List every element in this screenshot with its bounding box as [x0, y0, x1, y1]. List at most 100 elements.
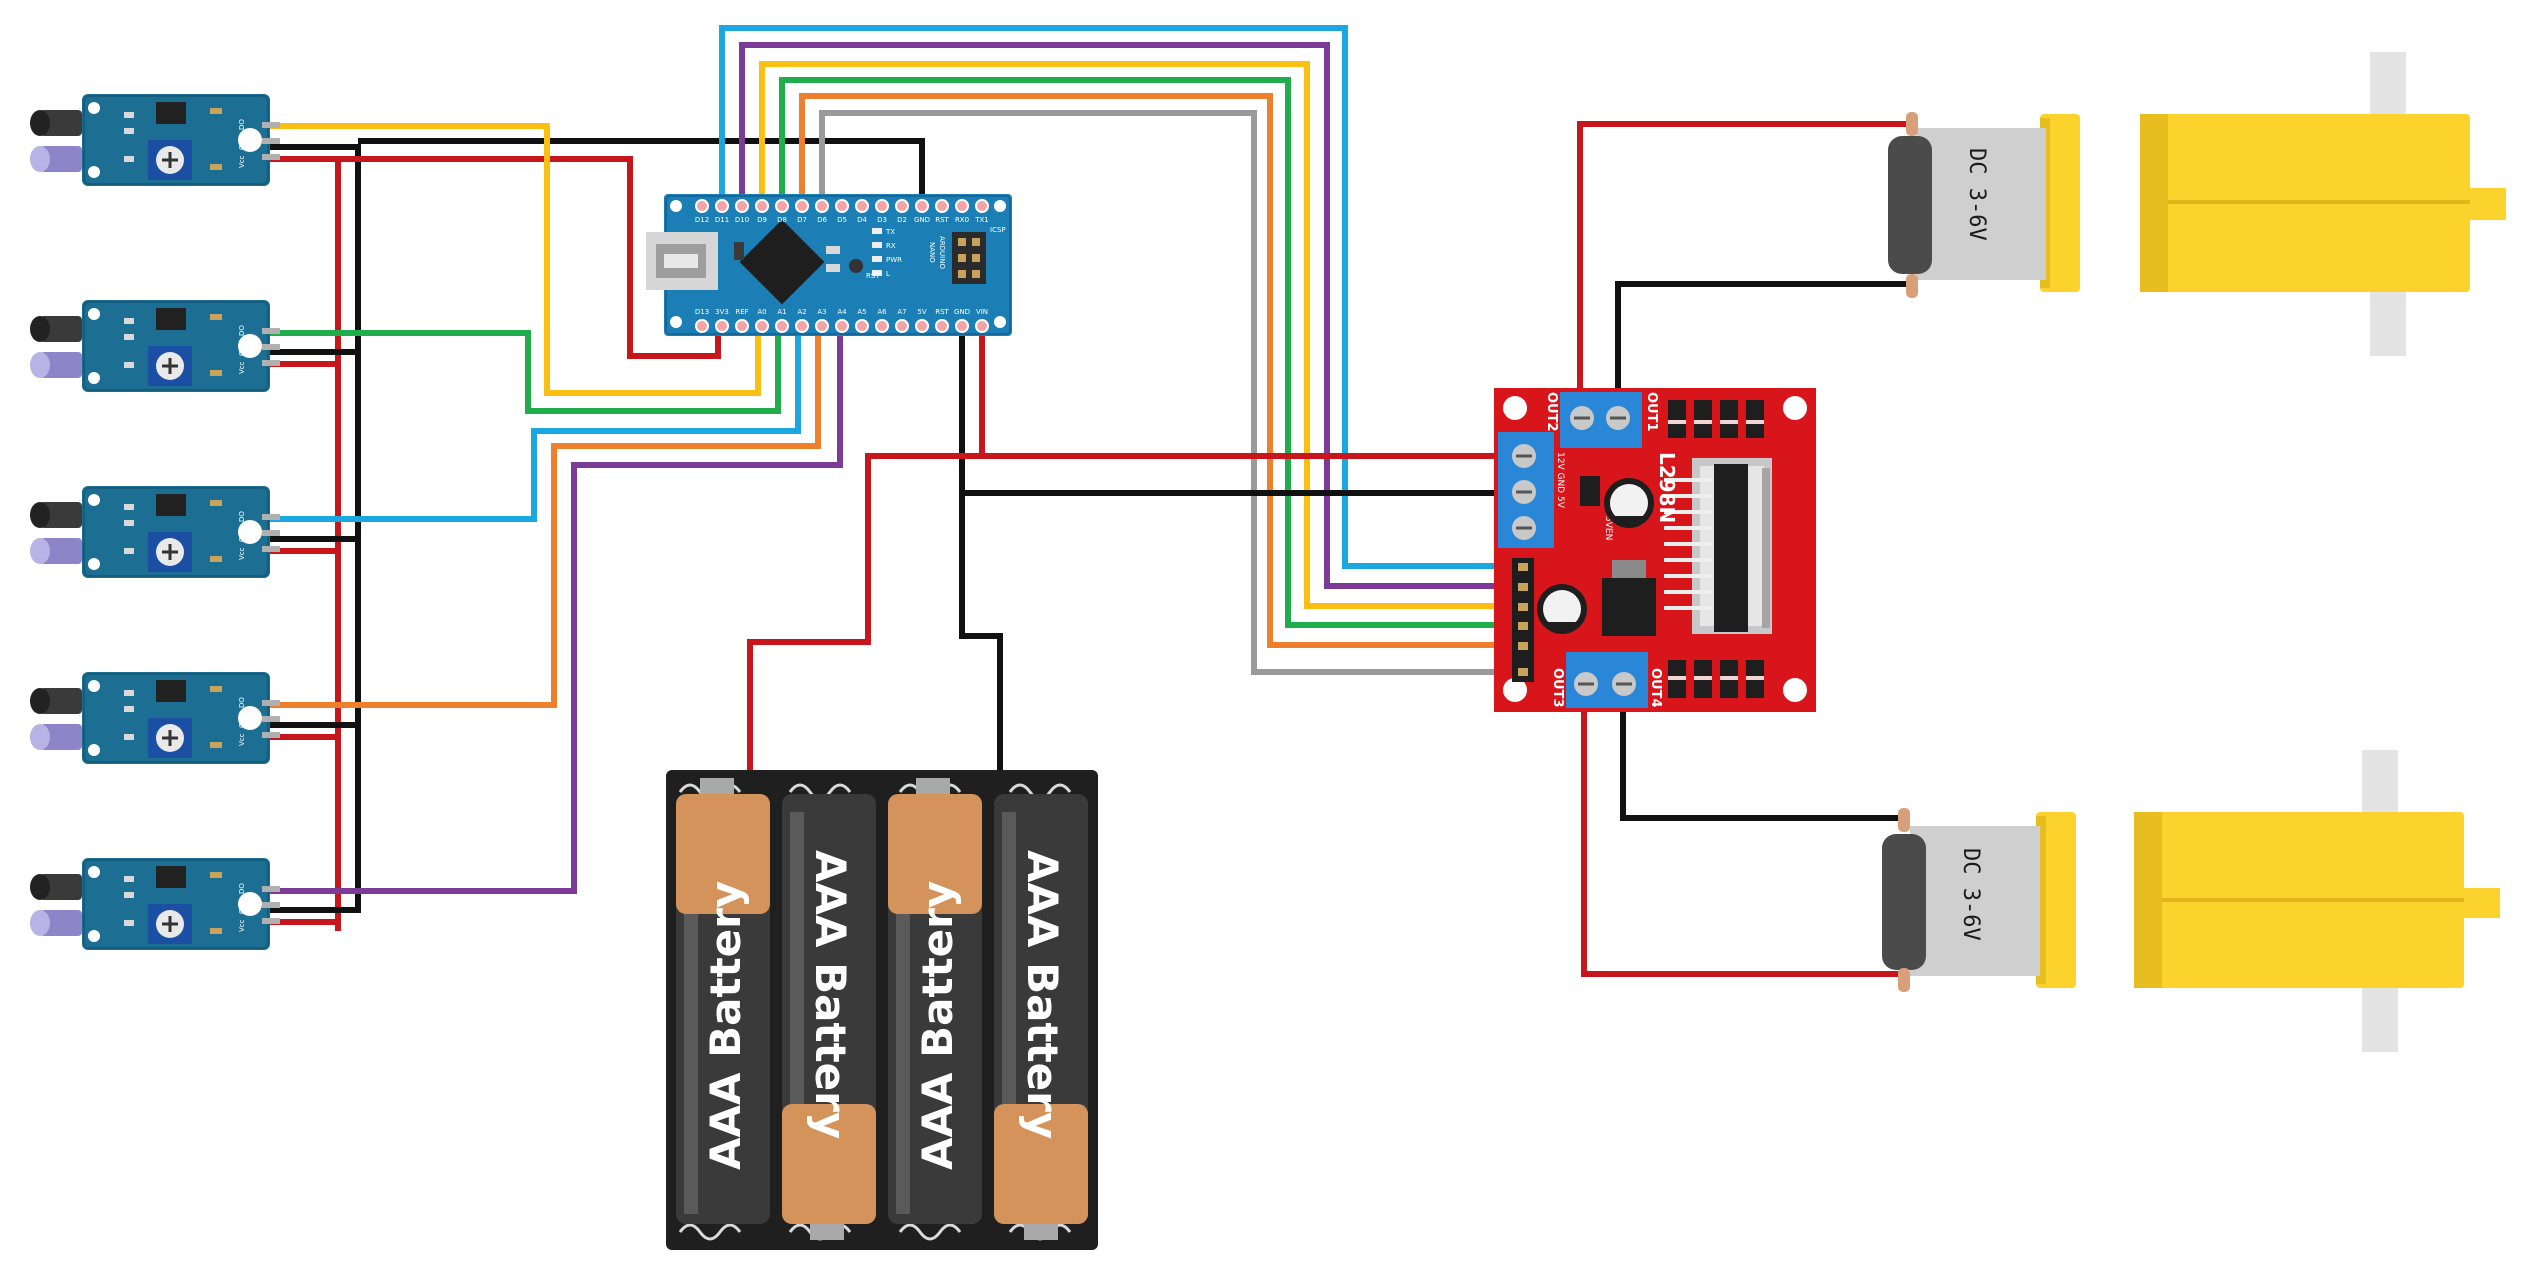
label-5ven: 5VEN — [1603, 516, 1613, 540]
nano-label-nano: NANO — [928, 242, 936, 263]
aaa-battery-2: AAA Battery — [782, 794, 876, 1240]
nano-top-pin-gnd — [915, 199, 929, 213]
ir-sensor-2: Vcc GND DO — [28, 298, 282, 394]
nano-top-pin-label: TX1 — [974, 216, 989, 224]
wire-orange-nano-to-driver — [799, 93, 1520, 648]
nano-led-rx: RX — [886, 242, 896, 250]
nano-bottom-pin-label: REF — [735, 308, 748, 316]
icsp-header: ICSP — [952, 226, 1006, 284]
wire-black-battery-negative — [959, 493, 1003, 778]
nano-top-pin-label: D4 — [857, 216, 867, 224]
battery-1-label: AAA Battery — [701, 881, 750, 1170]
l298n-chip-heatsink — [1692, 458, 1772, 634]
aaa-battery-4: AAA Battery — [994, 794, 1088, 1240]
pin-label-vcc: Vcc — [238, 919, 246, 932]
nano-top-pin-rst — [935, 199, 949, 213]
nano-bottom-pin-vin — [975, 319, 989, 333]
wire-gray-nano-to-driver — [819, 110, 1520, 675]
terminal-power — [1498, 432, 1554, 548]
pin-label-do: DO — [238, 325, 246, 336]
nano-top-pin-label: D2 — [897, 216, 907, 224]
nano-bottom-pin-label: RST — [935, 308, 949, 316]
nano-top-pin-label: D10 — [735, 216, 749, 224]
nano-bottom-pin-3v3 — [715, 319, 729, 333]
nano-top-pin-d10 — [735, 199, 749, 213]
nano-bottom-pin-label: A6 — [877, 308, 887, 316]
nano-top-pin-label: D3 — [877, 216, 887, 224]
jumper-5ven[interactable] — [1580, 476, 1600, 506]
nano-led-l: L — [886, 270, 890, 278]
nano-label-arduino: ARDUINO — [938, 236, 946, 269]
nano-bottom-pin-label: A2 — [797, 308, 806, 316]
nano-top-pin-d8 — [775, 199, 789, 213]
reset-button[interactable] — [849, 259, 863, 273]
nano-label-rst: RST — [866, 272, 880, 280]
pin-label-gnd: GND — [238, 340, 246, 356]
pin-label-gnd: GND — [238, 712, 246, 728]
l298n-motor-driver: OUT2 OUT1 12V GND 5V 5VEN — [1494, 388, 1816, 712]
nano-bottom-pin-a1 — [775, 319, 789, 333]
nano-bottom-pin-label: VIN — [976, 308, 988, 316]
pin-label-gnd: GND — [238, 526, 246, 542]
nano-bottom-pin-a0 — [755, 319, 769, 333]
nano-top-pin-d11 — [715, 199, 729, 213]
nano-bottom-pin-label: D13 — [695, 308, 709, 316]
motor-1-label: DC 3-6V — [1964, 148, 1989, 241]
nano-top-pin-tx1 — [975, 199, 989, 213]
nano-bottom-pin-a3 — [815, 319, 829, 333]
nano-top-pin-d7 — [795, 199, 809, 213]
wire-blue-sensor3-do — [270, 326, 801, 522]
nano-top-pin-label: D9 — [757, 216, 767, 224]
nano-bottom-pin-label: GND — [954, 308, 970, 316]
wire-yellow-nano-to-driver — [759, 61, 1520, 609]
nano-bottom-pin-5v — [915, 319, 929, 333]
nano-bottom-pin-label: 3V3 — [715, 308, 729, 316]
nano-bottom-pin-rst — [935, 319, 949, 333]
pin-label-vcc: Vcc — [238, 547, 246, 560]
label-out4: OUT4 — [1648, 668, 1663, 708]
wire-black-out1-motor1 — [1615, 281, 1906, 392]
wire-red-battery-positive — [747, 453, 1000, 780]
capacitor-large — [1604, 478, 1654, 528]
battery-3-label: AAA Battery — [913, 881, 962, 1170]
nano-top-pin-rx0 — [955, 199, 969, 213]
pin-label-gnd: GND — [238, 134, 246, 150]
nano-top-pin-d4 — [855, 199, 869, 213]
nano-top-pin-d2 — [895, 199, 909, 213]
voltage-regulator — [1602, 560, 1656, 636]
ir-sensor-3: Vcc GND DO — [28, 484, 282, 580]
nano-top-pin-d3 — [875, 199, 889, 213]
wire-red-nano-vin-to-driver — [979, 326, 1500, 459]
chip-pins — [1664, 478, 1712, 610]
wire-blue-nano-to-driver — [719, 25, 1520, 569]
label-out1: OUT1 — [1644, 392, 1659, 432]
wires — [270, 25, 1906, 977]
diodes — [1668, 400, 1764, 698]
wire-orange-sensor4-do — [270, 326, 821, 708]
pin-label-do: DO — [238, 119, 246, 130]
nano-label-icsp: ICSP — [990, 226, 1006, 234]
nano-bottom-pin-a5 — [855, 319, 869, 333]
wire-yellow-sensor1-do — [270, 123, 761, 396]
capacitor-small — [1537, 584, 1587, 634]
wire-red-out3-motor2 — [1581, 686, 1900, 977]
nano-bottom-pin-label: A5 — [857, 308, 866, 316]
nano-bottom-pin-a4 — [835, 319, 849, 333]
nano-bottom-pin-label: A1 — [777, 308, 786, 316]
terminal-out1-out2 — [1560, 392, 1642, 448]
wire-black-sensor-gnd-bus — [270, 144, 361, 913]
wire-black-out4-motor2 — [1620, 686, 1900, 821]
wire-purple-sensor5-do — [270, 326, 843, 894]
label-out3: OUT3 — [1550, 668, 1565, 708]
nano-top-pin-label: D8 — [777, 216, 787, 224]
nano-bottom-pin-ref — [735, 319, 749, 333]
aaa-battery-3: AAA Battery — [888, 778, 982, 1224]
terminal-out3-out4 — [1566, 652, 1648, 708]
wire-purple-nano-to-driver — [739, 42, 1520, 589]
nano-bottom-pin-a2 — [795, 319, 809, 333]
nano-bottom-pin-a7 — [895, 319, 909, 333]
pin-label-gnd: GND — [238, 898, 246, 914]
nano-bottom-pin-label: A3 — [817, 308, 826, 316]
nano-bottom-pin-gnd — [955, 319, 969, 333]
